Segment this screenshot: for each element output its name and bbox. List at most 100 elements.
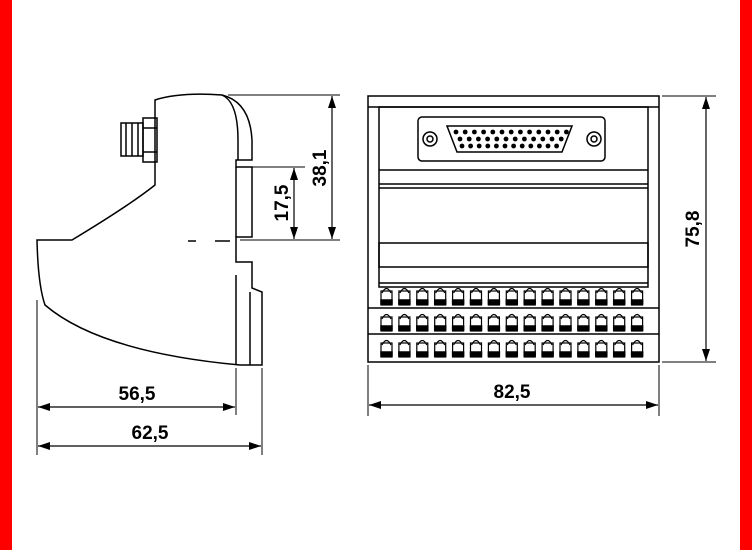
dsub-pin (545, 129, 551, 135)
dsub-pin (564, 129, 569, 135)
terminal-screw (612, 313, 626, 332)
terminal-screw (559, 339, 572, 358)
dsub-pin (522, 136, 527, 142)
side-view (36, 93, 263, 366)
left-border-bar (0, 0, 12, 550)
dsub-pin (494, 143, 499, 149)
dsub-pin (481, 129, 486, 135)
terminal-screw (433, 339, 447, 358)
dsub-pin (472, 129, 477, 135)
terminal-screw (487, 339, 501, 358)
terminal-screw (559, 287, 572, 306)
terminal-screw (451, 313, 465, 332)
side-housing-outline (36, 93, 263, 366)
dsub-pin (518, 129, 523, 135)
terminal-screw (541, 313, 554, 332)
side-inner-edge (221, 94, 239, 160)
front-label-slot (378, 242, 649, 268)
terminal-screw (577, 339, 590, 358)
terminal-screw (487, 313, 501, 332)
terminal-screw (469, 287, 483, 306)
terminal-screw (398, 313, 411, 332)
dsub-pin (512, 136, 518, 142)
dsub-pin (499, 129, 505, 135)
terminal-screw (612, 287, 626, 306)
terminal-screw (523, 339, 536, 358)
dsub-pin (508, 129, 514, 135)
dim-label-38-1: 38,1 (310, 149, 331, 186)
dsub-pin (528, 143, 534, 149)
front-dimension-arrows (369, 97, 710, 409)
side-plug (120, 117, 158, 163)
side-extension-lines (36, 94, 340, 455)
dsub-pin (476, 136, 481, 142)
terminal-screw (630, 313, 644, 332)
terminal-screw (505, 339, 519, 358)
terminal-screw (380, 313, 393, 332)
dsub-pin (468, 143, 473, 149)
dsub-pin (511, 143, 516, 149)
terminal-screw (559, 313, 572, 332)
dsub-pin (490, 129, 496, 135)
dsub-pin (502, 143, 508, 149)
terminal-screw (577, 313, 590, 332)
front-housing (367, 95, 660, 363)
dsub-pin (531, 136, 536, 142)
dim-label-17-5: 17,5 (272, 184, 293, 221)
terminal-screw (451, 287, 465, 306)
terminal-screw (505, 287, 519, 306)
dsub-pin (459, 143, 465, 149)
terminal-screw (612, 339, 626, 358)
terminal-screw (577, 287, 590, 306)
terminal-screw (416, 339, 429, 358)
terminal-screw (469, 313, 483, 332)
terminal-screw (469, 339, 483, 358)
dsub-pin (457, 136, 463, 142)
dsub-pin (503, 136, 509, 142)
terminal-screw (595, 313, 608, 332)
dsub-pin (485, 136, 490, 142)
terminal-block (380, 287, 644, 358)
front-extension-lines (367, 95, 716, 416)
side-dimension-arrows (38, 96, 336, 450)
dim-label-82-5: 82,5 (494, 382, 531, 403)
terminal-screw (523, 287, 536, 306)
dsub-pin (466, 136, 472, 142)
terminal-screw (595, 339, 608, 358)
dsub-pin (549, 136, 555, 142)
front-cover (378, 106, 649, 288)
terminal-screw (630, 287, 644, 306)
terminal-screw (630, 339, 644, 358)
terminal-screw (380, 287, 393, 306)
terminal-screw (433, 313, 447, 332)
dsub-pin (536, 129, 542, 135)
dim-label-75-8: 75,8 (683, 211, 704, 248)
dim-label-56-5: 56,5 (119, 384, 156, 405)
terminal-screw (595, 287, 608, 306)
terminal-screw (398, 339, 411, 358)
dsub-pin (554, 143, 559, 149)
terminal-screw (398, 287, 411, 306)
dsub-connector (417, 116, 606, 162)
dsub-pin (462, 129, 468, 135)
terminal-screw (416, 313, 429, 332)
terminal-screw (487, 287, 501, 306)
dsub-pin (545, 143, 551, 149)
terminal-screw (505, 313, 519, 332)
dsub-pin (476, 143, 482, 149)
terminal-screw (541, 287, 554, 306)
dim-label-62-5: 62,5 (132, 423, 169, 444)
dsub-pin (485, 143, 491, 149)
dsub-pin (519, 143, 525, 149)
dsub-pin (527, 129, 532, 135)
dsub-pin (554, 129, 560, 135)
terminal-screw (416, 287, 429, 306)
terminal-screw (433, 287, 447, 306)
dsub-pins (453, 129, 569, 149)
dsub-pin (537, 143, 542, 149)
dsub-pin (540, 136, 546, 142)
right-border-bar (740, 0, 752, 550)
terminal-screw (541, 339, 554, 358)
